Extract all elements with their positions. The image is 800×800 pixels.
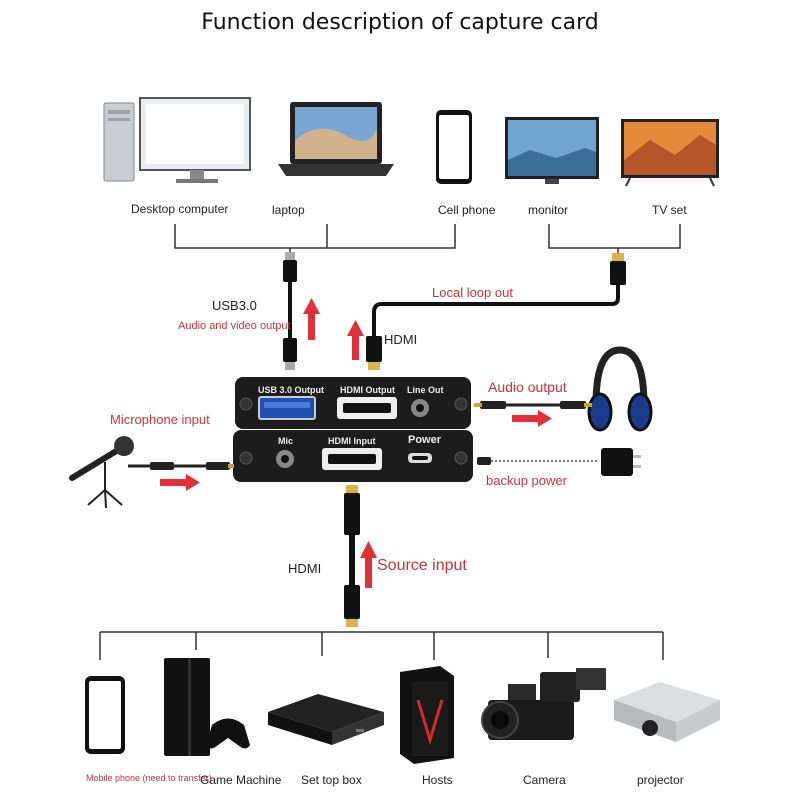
hdmi-up-arrow bbox=[347, 320, 364, 360]
mobile-phone-label: Mobile phone (need to transfer) bbox=[86, 773, 212, 783]
game-machine-icon bbox=[164, 658, 250, 756]
usb-sub-label: Audio and video output bbox=[178, 320, 291, 332]
game-machine-label: Game Machine bbox=[200, 773, 282, 787]
laptop-icon bbox=[278, 102, 394, 176]
usb-cable-icon bbox=[283, 252, 297, 370]
headphones-icon bbox=[587, 346, 653, 432]
hosts-label: Hosts bbox=[422, 773, 453, 787]
capture-card-bottom bbox=[233, 430, 473, 482]
top-left-bracket bbox=[174, 224, 456, 258]
desktop-computer-icon bbox=[103, 97, 251, 183]
top-right-bracket bbox=[548, 224, 681, 256]
source-hdmi-cable-icon bbox=[344, 485, 360, 627]
source-input-up-arrow bbox=[360, 541, 377, 588]
power-port-label: Power bbox=[408, 434, 442, 446]
projector-icon bbox=[614, 682, 720, 742]
microphone-input-label: Microphone input bbox=[110, 412, 210, 427]
hdmi-output-port-label: HDMI Output bbox=[340, 385, 395, 395]
power-cable-icon bbox=[477, 457, 598, 465]
camera-icon bbox=[481, 668, 606, 740]
hdmi-input-port-label: HDMI Input bbox=[328, 436, 376, 446]
tv-set-icon bbox=[621, 119, 719, 187]
usb-up-arrow bbox=[303, 298, 320, 340]
capture-card-top bbox=[235, 377, 471, 429]
audio-cable-icon bbox=[474, 401, 592, 409]
cell-phone-icon bbox=[436, 110, 472, 184]
desktop-computer-label: Desktop computer bbox=[131, 202, 229, 216]
camera-label: Camera bbox=[523, 773, 566, 787]
mic-in-right-arrow bbox=[160, 474, 200, 491]
projector-label: projector bbox=[637, 773, 684, 787]
loop-out-cable-icon bbox=[366, 253, 626, 370]
laptop-label: laptop bbox=[272, 203, 305, 217]
mic-port-label: Mic bbox=[278, 436, 294, 446]
monitor-label: monitor bbox=[528, 203, 569, 217]
tv-set-label: TV set bbox=[652, 203, 687, 217]
bottom-bracket bbox=[99, 631, 664, 660]
mobile-phone-icon bbox=[85, 676, 125, 754]
set-top-box-label: Set top box bbox=[301, 773, 362, 787]
hdmi-top-label: HDMI bbox=[384, 332, 418, 347]
line-out-port-label: Line Out bbox=[407, 385, 444, 395]
usb-label: USB3.0 bbox=[212, 298, 257, 313]
hdmi-bottom-label: HDMI bbox=[288, 561, 322, 576]
microphone-icon bbox=[69, 436, 134, 509]
monitor-icon bbox=[505, 117, 599, 184]
mic-cable-icon bbox=[128, 462, 234, 470]
backup-power-label: backup power bbox=[486, 473, 567, 488]
source-input-label: Source input bbox=[377, 557, 467, 574]
audio-output-label: Audio output bbox=[488, 379, 567, 395]
diagram-title: Function description of capture card bbox=[201, 10, 599, 35]
cell-phone-label: Cell phone bbox=[438, 203, 496, 217]
set-top-box-icon bbox=[268, 694, 384, 745]
hosts-pc-icon bbox=[400, 666, 454, 764]
audio-out-right-arrow bbox=[512, 410, 552, 427]
power-adapter-icon bbox=[601, 448, 641, 476]
usb-port-label: USB 3.0 Output bbox=[258, 385, 325, 395]
loop-out-label: Local loop out bbox=[432, 285, 513, 300]
